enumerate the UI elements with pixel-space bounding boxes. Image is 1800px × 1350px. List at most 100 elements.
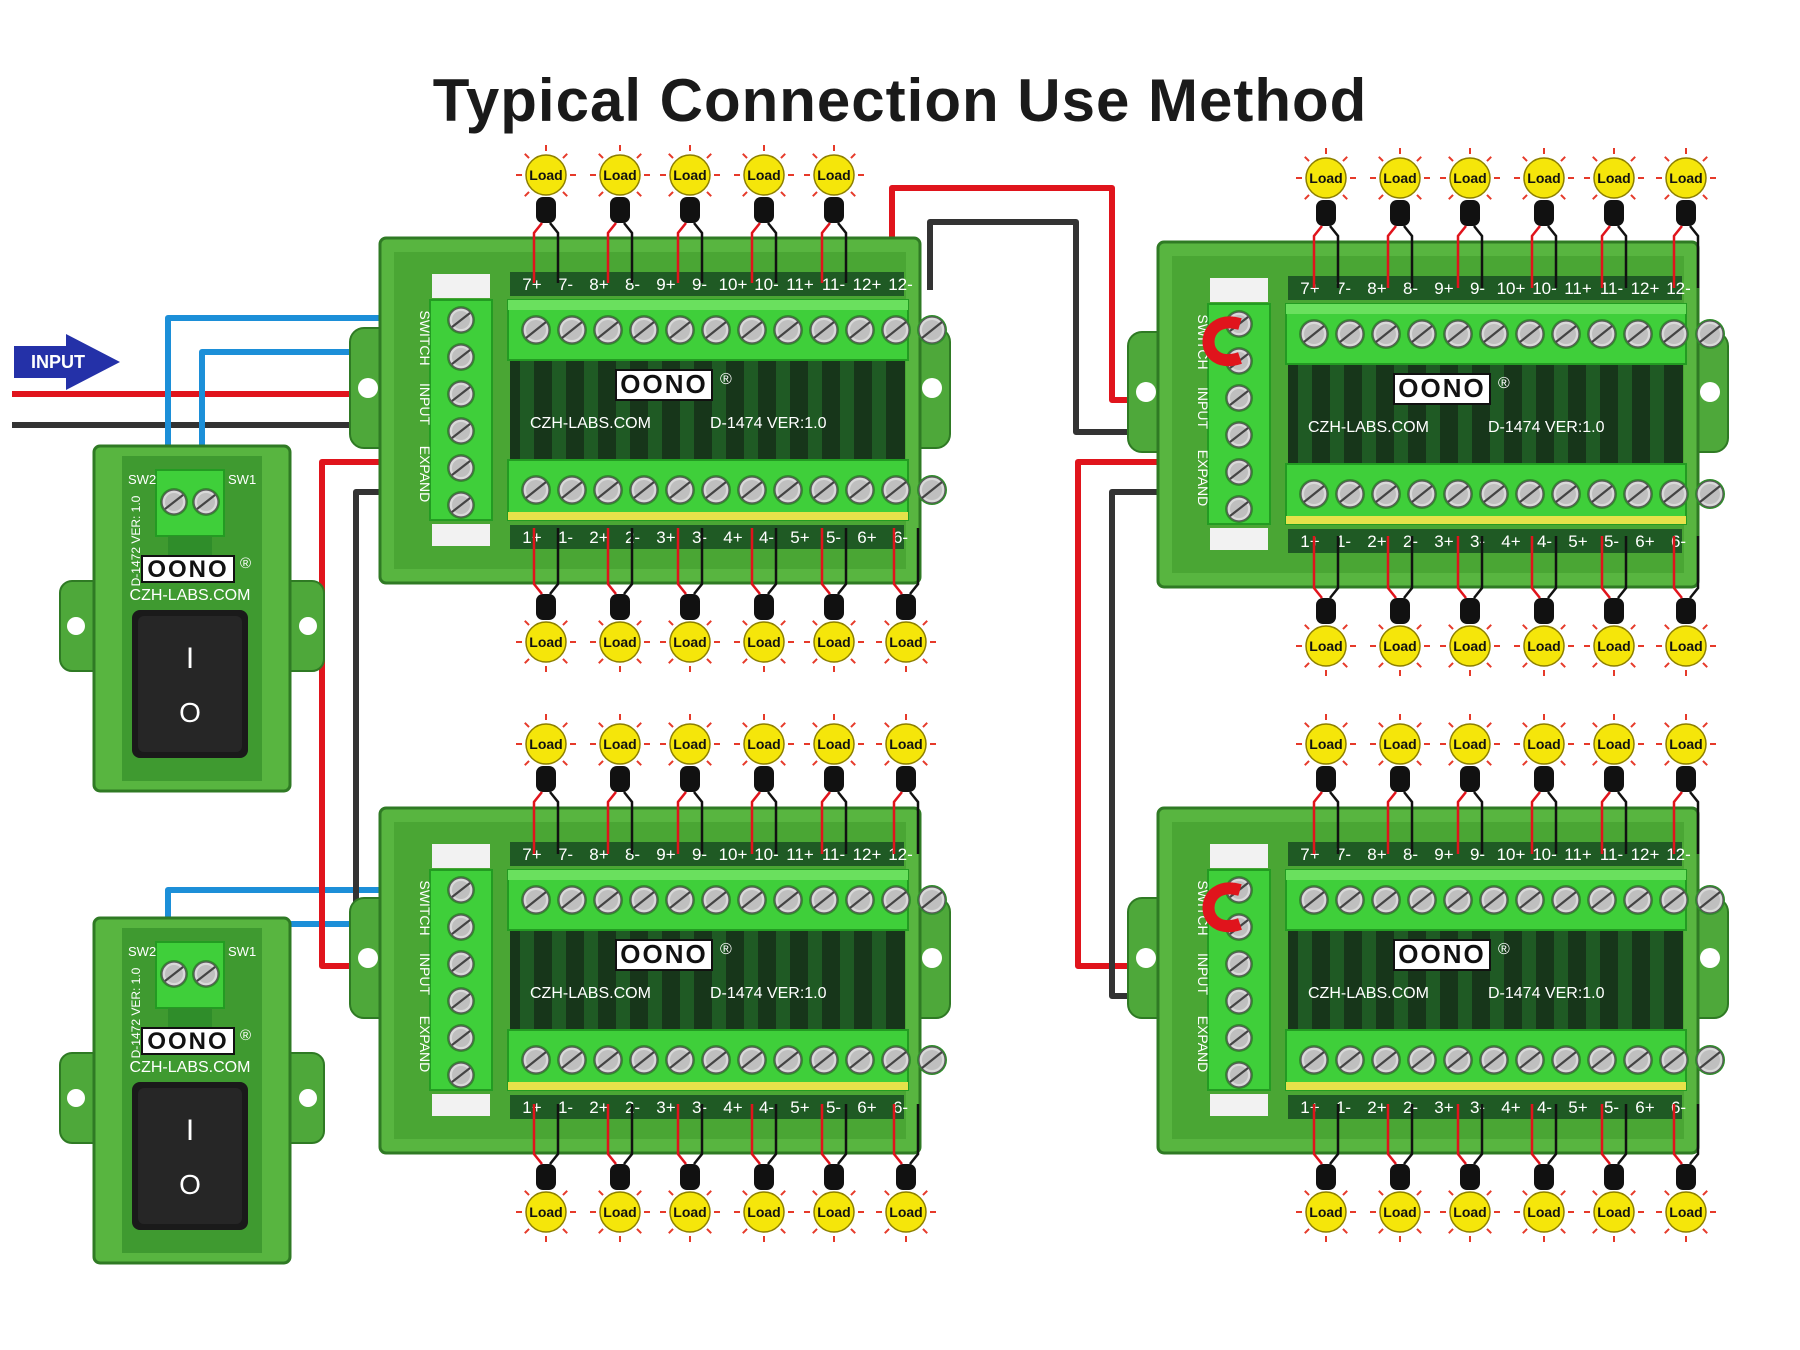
load-lamp: Load	[590, 1104, 650, 1242]
terminal-label-10-: 10-	[1532, 279, 1557, 298]
lamp-connector	[610, 1164, 630, 1190]
lamp-red-lead	[1530, 536, 1541, 599]
terminal-label-3+: 3+	[656, 1098, 675, 1117]
lamp-red-lead	[1312, 1104, 1323, 1165]
lamp-connector	[1604, 598, 1624, 624]
terminal-label-4+: 4+	[1501, 1098, 1520, 1117]
white-label	[1210, 278, 1268, 302]
terminal-label-11-: 11-	[822, 845, 845, 864]
lamp-ray	[562, 722, 568, 728]
load-lamp: Load	[1296, 1104, 1356, 1242]
lamp-ray	[1486, 662, 1492, 668]
lamp-black-lead	[1617, 225, 1628, 288]
terminal-label-12+: 12+	[1631, 845, 1660, 864]
lamp-red-lead	[1312, 791, 1323, 854]
terminal-label-11+: 11+	[786, 275, 814, 294]
lamp-ray	[668, 722, 674, 728]
load-label: Load	[817, 167, 850, 183]
brand-box	[141, 1027, 235, 1055]
lamp-black-lead	[837, 222, 848, 283]
lamp-ray	[1416, 1228, 1422, 1234]
load-lamp: Load	[734, 145, 794, 283]
lamp-ray	[812, 191, 818, 197]
terminal-label-12+: 12+	[1631, 279, 1660, 298]
load-label: Load	[1597, 1204, 1630, 1220]
load-label: Load	[529, 167, 562, 183]
load-label: Load	[529, 1204, 562, 1220]
model-label: D-1474 VER:1.0	[710, 985, 827, 1002]
terminal-label-4+: 4+	[1501, 532, 1520, 551]
white-label	[1210, 1094, 1268, 1116]
lamp-bulb	[743, 621, 785, 663]
lamp-bulb	[1523, 723, 1565, 765]
lamp-connector	[1460, 200, 1480, 226]
load-label: Load	[1383, 170, 1416, 186]
lamp-ray	[1342, 1228, 1348, 1234]
terminal-label-11-: 11-	[1600, 845, 1623, 864]
terminal-label-6+: 6+	[1635, 1098, 1654, 1117]
lamp-ray	[1342, 156, 1348, 162]
lamp-ray	[780, 658, 786, 664]
lamp-connector	[1316, 598, 1336, 624]
load-lamp: Load	[660, 1104, 720, 1242]
lamp-red-lead	[1312, 225, 1323, 288]
lamp-black-lead	[1473, 536, 1484, 599]
lamp-ray	[1630, 1190, 1636, 1196]
lamp-ray	[1592, 194, 1598, 200]
lamp-ray	[1416, 1190, 1422, 1196]
website-label: CZH-LABS.COM	[130, 587, 251, 604]
terminal-label-7-: 7-	[1336, 279, 1351, 298]
lamp-ray	[1630, 662, 1636, 668]
lamp-ray	[1592, 760, 1598, 766]
lamp-red-lead	[606, 528, 617, 595]
load-label: Load	[889, 634, 922, 650]
terminal-label-11-: 11-	[1600, 279, 1623, 298]
load-label: Load	[1669, 1204, 1702, 1220]
lamp-ray	[884, 760, 890, 766]
load-lamp: Load	[1514, 1104, 1574, 1242]
lamp-black-lead	[693, 528, 704, 595]
lamp-ray	[524, 722, 530, 728]
lamp-bulb	[1593, 1191, 1635, 1233]
lamp-ray	[1560, 662, 1566, 668]
terminal-label-12+: 12+	[853, 275, 882, 294]
terminal-label-2-: 2-	[1403, 1098, 1418, 1117]
load-lamp: Load	[876, 1104, 936, 1242]
terminal-label-12-: 12-	[1666, 845, 1691, 864]
load-lamp: Load	[1514, 148, 1574, 288]
lamp-ray	[636, 658, 642, 664]
lamp-red-lead	[1386, 791, 1397, 854]
lamp-bulb	[1523, 1191, 1565, 1233]
load-label: Load	[1453, 170, 1486, 186]
lamp-ray	[1630, 722, 1636, 728]
lamp-connector	[536, 1164, 556, 1190]
lamp-red-lead	[750, 1104, 761, 1165]
registered-mark: ®	[720, 941, 732, 958]
terminal-label-10+: 10+	[719, 845, 748, 864]
lamp-black-lead	[1473, 225, 1484, 288]
terminal-label-2+: 2+	[1367, 1098, 1386, 1117]
lamp-black-lead	[549, 791, 560, 854]
lamp-bulb	[669, 723, 711, 765]
lamp-red-lead	[750, 222, 761, 283]
lamp-black-lead	[767, 222, 778, 283]
load-label: Load	[817, 634, 850, 650]
lamp-ray	[1630, 194, 1636, 200]
terminal-label-4-: 4-	[1537, 532, 1552, 551]
load-lamp: Load	[590, 714, 650, 854]
lamp-red-lead	[532, 528, 543, 595]
lamp-ray	[780, 153, 786, 159]
load-lamp: Load	[804, 714, 864, 854]
lamp-connector	[1390, 598, 1410, 624]
lamp-ray	[1702, 1190, 1708, 1196]
lamp-connector	[896, 766, 916, 792]
terminal-label-4-: 4-	[759, 1098, 774, 1117]
terminal-label-6+: 6+	[857, 528, 876, 547]
lamp-ray	[1448, 156, 1454, 162]
load-label: Load	[889, 736, 922, 752]
lamp-ray	[1664, 156, 1670, 162]
lamp-bulb	[813, 723, 855, 765]
load-lamp: Load	[1584, 536, 1644, 676]
lamp-red-lead	[1386, 225, 1397, 288]
